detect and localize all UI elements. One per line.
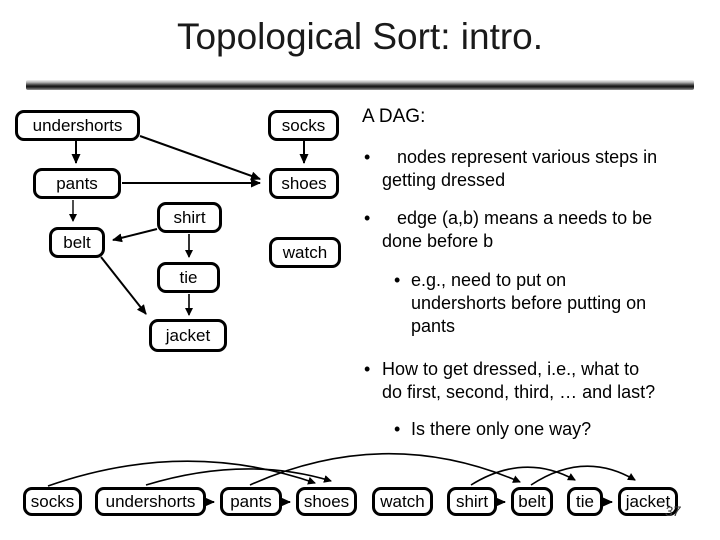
bullet-icon: • [394, 419, 401, 439]
bullet-line: do first, second, third, … and last? [382, 382, 656, 402]
node-label: socks [30, 492, 75, 511]
page-number: 37 [665, 503, 681, 519]
slide-title: Topological Sort: intro. [176, 16, 544, 57]
bullet-line: getting dressed [382, 170, 506, 190]
arc-shirt-tie [470, 466, 576, 486]
graph-node-socks: socks [268, 110, 339, 141]
edge-shirt-belt [112, 228, 158, 243]
order-node-tie: tie [567, 487, 603, 516]
node-label: undershorts [105, 492, 196, 511]
edge-belt-jacket [100, 256, 147, 315]
order-node-pants: pants [220, 487, 282, 516]
bullet-icon: • [364, 208, 371, 228]
bullet-icon: • [364, 147, 371, 167]
bullet-nodes-represent: • nodes represent various steps in getti… [362, 146, 714, 192]
graph-node-jacket: jacket [149, 319, 227, 352]
graph-node-shirt: shirt [157, 202, 222, 233]
graph-node-undershorts: undershorts [15, 110, 140, 141]
node-label: jacket [625, 492, 671, 511]
node-label: belt [63, 233, 91, 252]
arc-pants-belt [249, 452, 521, 486]
bullet-eg-undershorts: • e.g., need to put on undershorts befor… [362, 269, 714, 338]
order-node-jacket: jacket [618, 487, 678, 516]
title-divider [26, 80, 694, 90]
bullet-icon: • [394, 270, 401, 290]
bullet-line: done before b [382, 231, 494, 251]
node-label: belt [518, 492, 546, 511]
bullet-line: nodes represent various steps in [397, 147, 658, 167]
node-label: pants [230, 492, 272, 511]
order-node-undershorts: undershorts [95, 487, 206, 516]
order-node-belt: belt [511, 487, 553, 516]
graph-node-watch: watch [269, 237, 341, 268]
node-label: watch [282, 243, 328, 262]
bullet-line: Is there only one way? [411, 419, 592, 439]
graph-node-belt: belt [49, 227, 105, 258]
text-panel: A DAG: • nodes represent various steps i… [362, 106, 714, 441]
graph-node-pants: pants [33, 168, 121, 199]
node-label: shoes [303, 492, 350, 511]
bullet-line: undershorts before putting on [411, 293, 647, 313]
panel-heading: A DAG: [362, 106, 426, 127]
node-label: shoes [281, 174, 327, 193]
arc-belt-jacket [530, 465, 636, 486]
order-node-shirt: shirt [447, 487, 497, 516]
bullet-line: How to get dressed, i.e., what to [382, 359, 640, 379]
order-node-shoes: shoes [296, 487, 357, 516]
bullet-line: pants [411, 316, 456, 336]
bullet-edge-means: • edge (a,b) means a needs to be done be… [362, 207, 714, 253]
node-label: watch [380, 492, 425, 511]
bullet-only-one-way: • Is there only one way? [362, 418, 714, 441]
node-label: undershorts [32, 116, 123, 135]
node-label: pants [56, 174, 98, 193]
bullet-icon: • [364, 359, 371, 379]
node-label: shirt [455, 492, 489, 511]
node-label: shirt [173, 208, 206, 227]
edge-undershorts-shoes [139, 135, 261, 181]
node-label: jacket [165, 326, 211, 345]
bullet-line: e.g., need to put on [411, 270, 567, 290]
arc-undershorts-shoes [145, 468, 332, 486]
arc-socks-shoes [47, 460, 316, 487]
order-node-watch: watch [372, 487, 433, 516]
graph-node-shoes: shoes [269, 168, 339, 199]
node-label: socks [281, 116, 326, 135]
node-label: tie [576, 492, 594, 511]
bullet-line: edge (a,b) means a needs to be [397, 208, 653, 228]
graph-node-tie: tie [157, 262, 220, 293]
bullet-how-to-get-dressed: • How to get dressed, i.e., what to do f… [362, 358, 714, 404]
order-node-socks: socks [23, 487, 82, 516]
node-label: tie [179, 268, 198, 287]
